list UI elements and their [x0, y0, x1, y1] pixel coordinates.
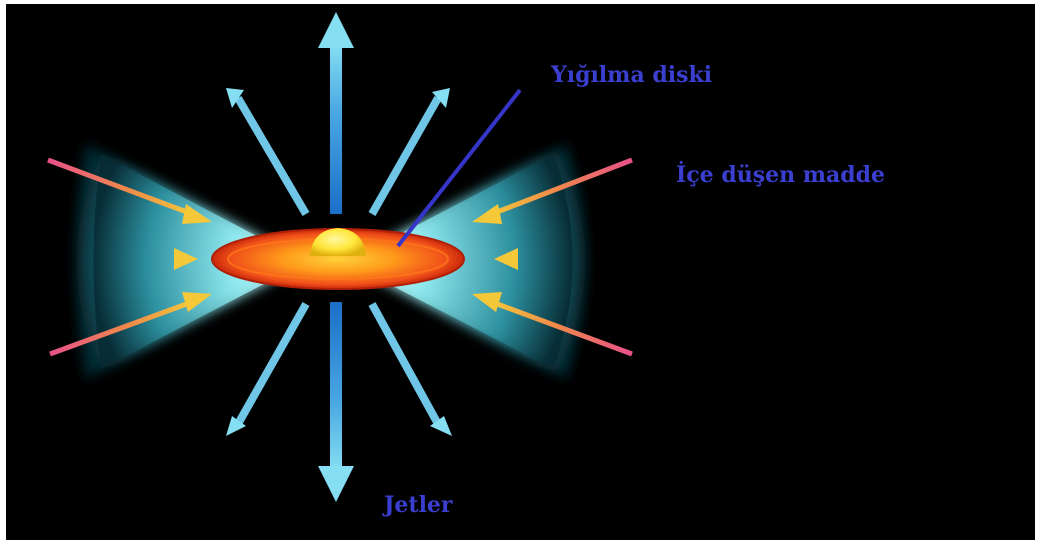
central-core [310, 228, 366, 256]
accretion-disk-pointer-line [396, 88, 522, 248]
jets-label: Jetler [384, 492, 453, 518]
infall-arrow-right-bottom [472, 292, 633, 357]
infalling-matter-label: İçe düşen madde [676, 162, 886, 188]
jet-arrow-up [318, 12, 354, 214]
infall-arrow-right-middle [494, 248, 662, 270]
infall-arrow-left-bottom [49, 292, 212, 357]
jet-arrow-down [318, 302, 354, 502]
accretion-disk-label: Yığılma diski [551, 62, 713, 88]
diagram-panel: Yığılma diski İçe düşen madde Jetler [6, 4, 1035, 540]
jet-arrow-up-left [226, 88, 310, 217]
jet-arrow-down-left [226, 302, 310, 436]
jet-arrow-down-right [368, 302, 452, 436]
jet-arrow-up-right [368, 88, 450, 216]
accretion-diagram [20, 12, 662, 502]
infall-arrow-left-top [47, 157, 212, 224]
infall-arrow-right-top [472, 157, 633, 224]
infall-arrow-left-middle [20, 248, 198, 270]
